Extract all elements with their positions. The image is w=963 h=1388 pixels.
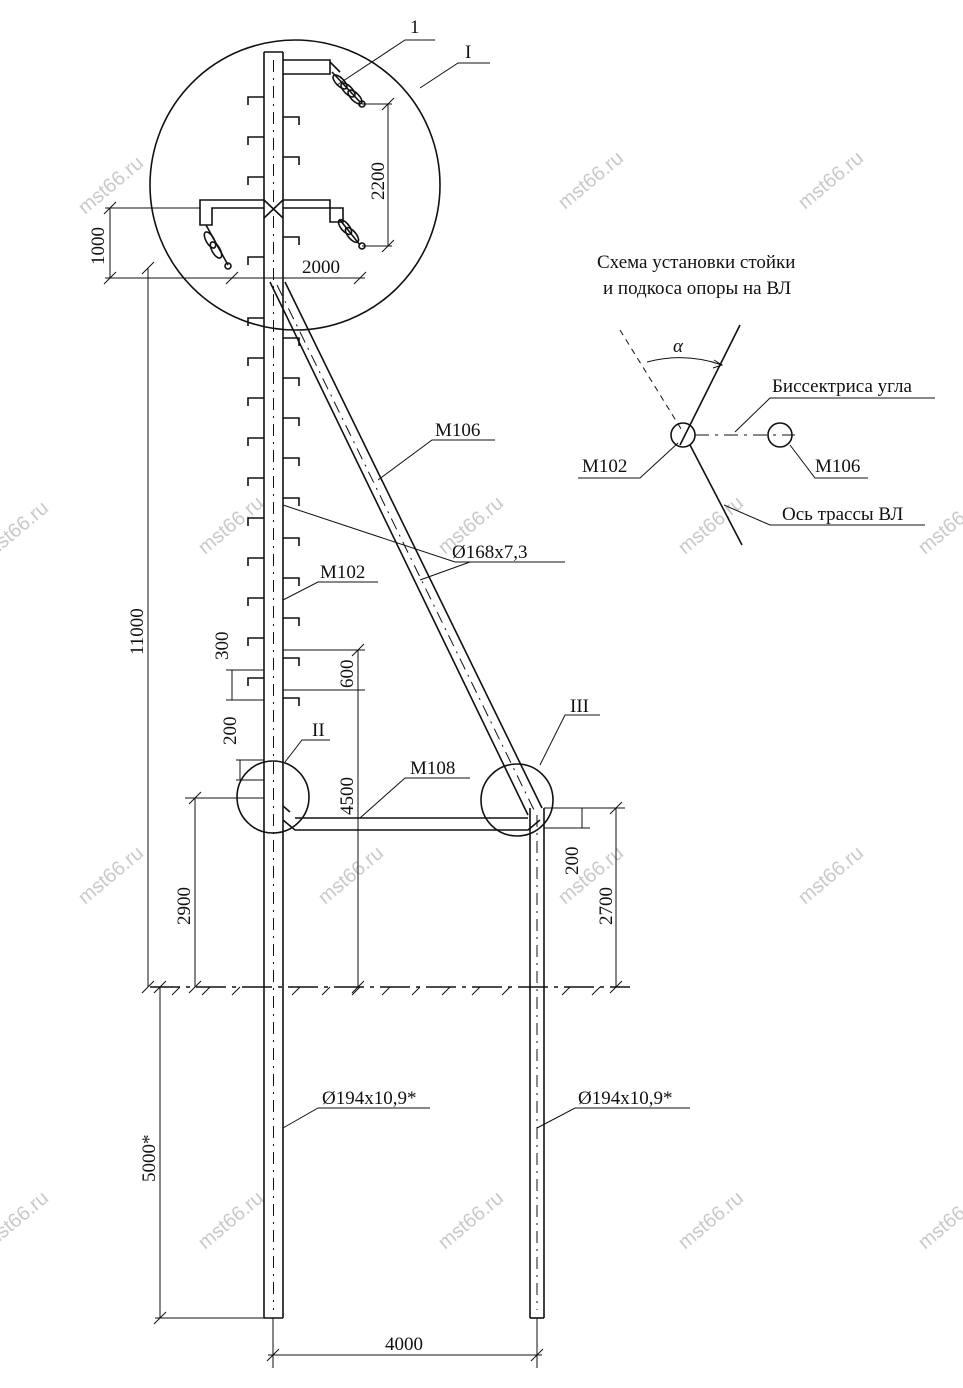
leader-lines xyxy=(282,39,690,1129)
dim-2200: 2200 xyxy=(368,162,389,200)
callout-1: 1 xyxy=(410,17,420,38)
dim-1000: 1000 xyxy=(88,227,109,265)
watermark: mst66.ru xyxy=(434,1187,508,1254)
scheme-route-axis-label: Ось трассы ВЛ xyxy=(782,504,903,525)
main-pole xyxy=(263,51,284,1319)
watermark: mst66.ru xyxy=(194,492,268,559)
label-pole-pipe-right: Ø194x10,9* xyxy=(578,1088,672,1109)
dim-11000: 11000 xyxy=(127,608,148,655)
callout-II: II xyxy=(312,720,325,741)
label-m106: M106 xyxy=(435,420,480,441)
scheme-bisector-label: Биссектриса угла xyxy=(772,376,912,397)
callout-III: III xyxy=(570,696,589,717)
watermark-layer: mst66.ru mst66.ru mst66.ru mst66.ru mst6… xyxy=(0,147,963,1254)
dim-200-left: 200 xyxy=(220,717,241,746)
dim-2700: 2700 xyxy=(596,887,617,925)
label-brace-pipe: Ø168x7,3 xyxy=(452,542,527,563)
ground-line xyxy=(150,986,630,996)
top-cross-arm xyxy=(199,59,344,226)
anchor-post xyxy=(529,808,545,1319)
watermark: mst66.ru xyxy=(674,1187,748,1254)
dim-200-right: 200 xyxy=(562,847,583,876)
dim-5000: 5000* xyxy=(139,1135,160,1183)
detail-circles xyxy=(149,39,554,837)
watermark: mst66.ru xyxy=(914,1187,963,1254)
watermark: mst66.ru xyxy=(0,1187,53,1254)
brace-m106 xyxy=(269,281,543,816)
label-m102: M102 xyxy=(320,562,365,583)
watermark: mst66.ru xyxy=(314,842,388,909)
scheme-alpha: α xyxy=(673,336,684,357)
dimension-lines xyxy=(103,97,625,1368)
watermark: mst66.ru xyxy=(0,497,53,564)
dim-2900: 2900 xyxy=(174,887,195,925)
dim-600: 600 xyxy=(337,660,358,689)
watermark: mst66.ru xyxy=(674,492,748,559)
scheme-title-line1: Схема установки стойки xyxy=(597,252,795,273)
watermark: mst66.ru xyxy=(74,152,148,219)
label-pole-pipe-left: Ø194x10,9* xyxy=(322,1088,416,1109)
watermark: mst66.ru xyxy=(74,842,148,909)
callout-I: I xyxy=(465,42,471,63)
scheme-m106-label: M106 xyxy=(815,456,860,477)
scheme-m102-label: M102 xyxy=(582,456,627,477)
dim-2000: 2000 xyxy=(302,257,340,278)
insulators xyxy=(203,71,366,270)
dim-300: 300 xyxy=(212,632,233,661)
dim-4500: 4500 xyxy=(337,777,358,815)
label-m108: M108 xyxy=(410,758,455,779)
watermark: mst66.ru xyxy=(194,1187,268,1254)
watermark: mst66.ru xyxy=(554,147,628,214)
watermark: mst66.ru xyxy=(794,842,868,909)
dim-4000: 4000 xyxy=(385,1334,423,1355)
scheme-pole-m102 xyxy=(670,422,696,448)
strut-m108 xyxy=(282,805,541,831)
watermark: mst66.ru xyxy=(794,147,868,214)
scheme-title-line2: и подкоса опоры на ВЛ xyxy=(603,278,791,299)
installation-scheme: Схема установки стойки и подкоса опоры н… xyxy=(578,252,935,546)
